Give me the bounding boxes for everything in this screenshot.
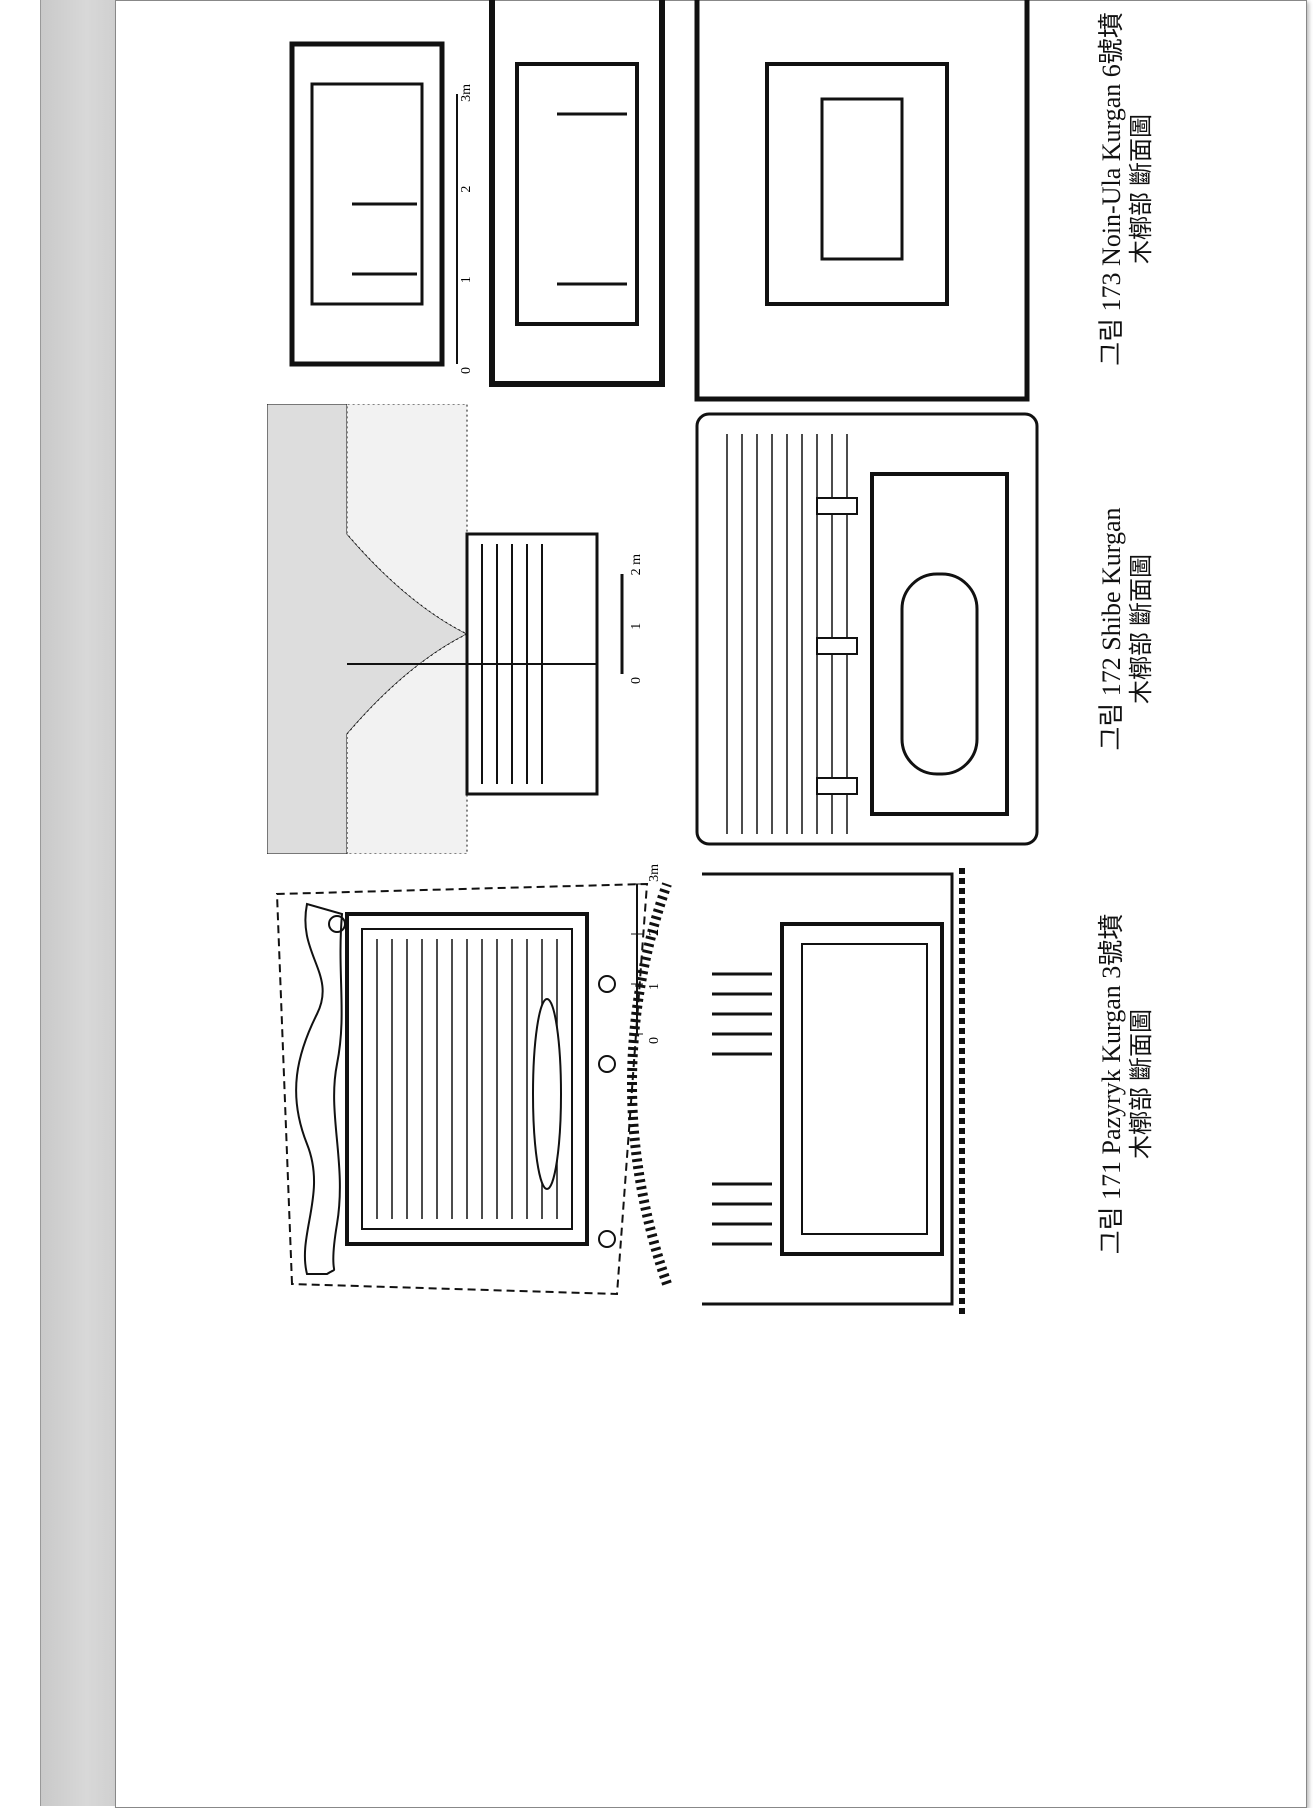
- scale-label: 0: [647, 1037, 662, 1044]
- caption-subtitle: 木槨部 斷面圖: [1129, 114, 1155, 264]
- caption-title: 그림 173 Noin-Ula Kurgan 6號墳: [1097, 12, 1126, 366]
- scale-label: 2: [459, 185, 474, 193]
- figure-171: 0 1 2 3m 그림 171 Pazyryk Kurgan 3號墳 木槨部 斷…: [267, 854, 1167, 1314]
- caption-title: 그림 172 Shibe Kurgan: [1097, 507, 1126, 751]
- figure-plate: 0 1 2 3m 그림 171 Pazyryk Kurgan 3號墳 木槨部 斷…: [267, 0, 1167, 1314]
- book-spine: [40, 0, 117, 1806]
- scale-labels: 0 1 2 m: [629, 554, 645, 684]
- shibe-plan-drawing: [695, 412, 1039, 846]
- pazyryk-plan-drawing: [275, 882, 672, 1296]
- scale-label: 0: [629, 677, 644, 684]
- scale-label: 1: [459, 276, 474, 284]
- scale-label: 0: [459, 367, 474, 374]
- caption-title: 그림 171 Pazyryk Kurgan 3號墳: [1097, 913, 1126, 1255]
- scale-label: 1: [647, 982, 662, 990]
- figure-173: 0 1 2 3m 그림 173 Noin-Ula Kurgan 6號墳 木槨部 …: [267, 0, 1167, 404]
- figure-caption-171: 그림 171 Pazyryk Kurgan 3號墳 木槨部 斷面圖: [1097, 854, 1157, 1314]
- caption-subtitle: 木槨部 斷面圖: [1129, 554, 1155, 704]
- pazyryk-section-drawing: [702, 864, 965, 1314]
- scale-labels: 0 1 2 3m: [459, 84, 475, 374]
- shibe-mound-section-drawing: [267, 404, 624, 854]
- book-page: [115, 0, 1307, 1808]
- scale-label: 1: [629, 622, 644, 630]
- figure-caption-173: 그림 173 Noin-Ula Kurgan 6號墳 木槨部 斷面圖: [1097, 0, 1157, 404]
- scale-label: 3m: [459, 84, 474, 102]
- scale-labels: 0 1 2 3m: [647, 864, 663, 1044]
- scale-label: 3m: [647, 864, 662, 882]
- scale-label: 2 m: [629, 554, 644, 576]
- figure-172: 0 1 2 m 그림 172 Shibe Kurgan 木槨部 斷面圖: [267, 404, 1167, 854]
- figure-caption-172: 그림 172 Shibe Kurgan 木槨部 斷面圖: [1097, 404, 1157, 854]
- scale-label: 2: [647, 928, 662, 936]
- noin-ula-plans-drawing: [289, 0, 1030, 402]
- caption-subtitle: 木槨部 斷面圖: [1129, 1009, 1155, 1159]
